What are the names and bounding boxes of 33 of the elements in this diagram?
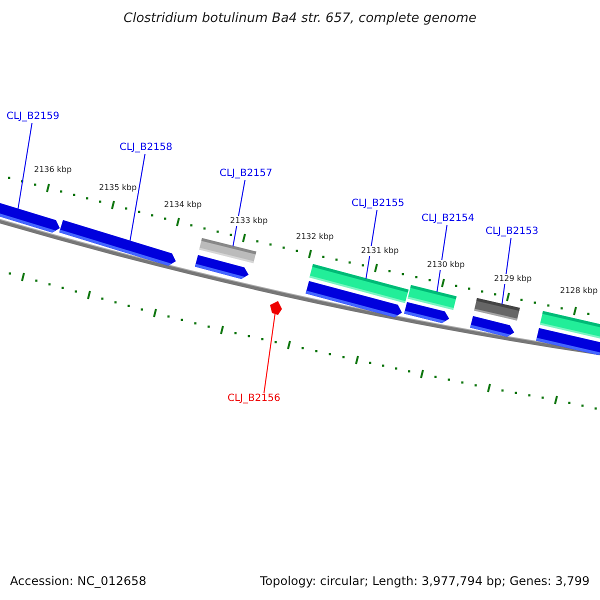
gene-bar	[474, 298, 520, 321]
gene-block	[470, 316, 514, 337]
gene-label: CLJ_B2157	[220, 169, 272, 179]
gene-block	[0, 200, 60, 233]
leader-line	[18, 122, 32, 210]
leader-line	[264, 314, 276, 394]
genome-summary: Topology: circular; Length: 3,977,794 bp; Genes: 3,799	[260, 575, 590, 587]
leader-line	[130, 154, 146, 242]
gene-block	[59, 220, 176, 266]
gene-block	[404, 302, 450, 324]
leader-line	[436, 224, 448, 292]
gene-label: CLJ_B2155	[352, 199, 404, 209]
accession-text: Accession: NC_012658	[10, 575, 146, 587]
gene-label: CLJ_B2153	[486, 227, 538, 237]
gene-label: CLJ_B2158	[120, 143, 172, 153]
gene-block	[194, 255, 249, 280]
scale-label: 2133 kbp	[229, 216, 269, 226]
gene-label: CLJ_B2159	[6, 112, 60, 122]
scale-label: 2128 kbp	[559, 286, 599, 296]
title: Clostridium botulinum Ba4 str. 657, complete genome	[124, 12, 477, 24]
scale-label: 2132 kbp	[295, 232, 335, 242]
scale-label: 2134 kbp	[163, 200, 203, 210]
gene-block	[270, 301, 282, 315]
gene-label: CLJ_B2154	[422, 214, 474, 224]
scale-label: 2131 kbp	[360, 246, 400, 256]
leader-line	[366, 210, 378, 280]
scale-label: 2135 kbp	[98, 183, 138, 193]
scale-label: 2130 kbp	[426, 260, 466, 270]
scale-label: 2129 kbp	[493, 274, 533, 284]
scale-label: 2136 kbp	[33, 165, 73, 175]
gene-block	[536, 328, 600, 356]
gene-block	[306, 281, 402, 318]
gene-label: CLJ_B2156	[228, 394, 280, 404]
